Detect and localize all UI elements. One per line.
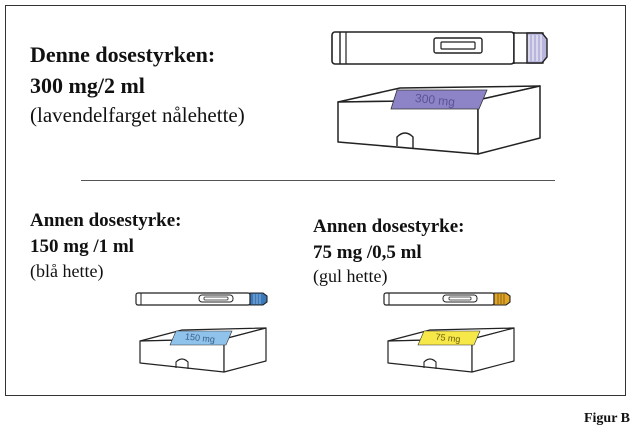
figure-frame [5, 5, 626, 396]
main-strength-title: Denne dosestyrken: [30, 42, 216, 67]
box-75mg-label: 75 mg [435, 332, 461, 345]
other-cap-note-right: (gul hette) [313, 266, 388, 286]
other-strength-title-left: Annen dosestyrke: [30, 210, 182, 231]
box-150mg-label: 150 mg [185, 331, 216, 344]
main-cap-note: (lavendelfarget nålehette) [30, 103, 245, 127]
pen-75mg-illustration [383, 292, 511, 306]
section-divider [81, 180, 555, 181]
other-strength-value-right: 75 mg /0,5 ml [313, 242, 422, 263]
box-300mg-illustration: 300 mg [337, 85, 541, 155]
blue-cap [249, 292, 268, 306]
main-strength-value: 300 mg/2 ml [30, 73, 145, 98]
box-75mg-illustration: 75 mg [387, 327, 515, 373]
box-300mg-label: 300 mg [414, 91, 455, 109]
box-150mg-illustration: 150 mg [139, 327, 267, 373]
pen-150mg-illustration [135, 292, 268, 306]
figure-caption: Figur B [583, 411, 630, 426]
pen-300mg-illustration [331, 31, 548, 65]
other-strength-title-right: Annen dosestyrke: [313, 216, 465, 237]
other-strength-value-left: 150 mg /1 ml [30, 236, 134, 257]
yellow-cap [493, 292, 511, 306]
other-cap-note-left: (blå hette) [30, 261, 104, 281]
